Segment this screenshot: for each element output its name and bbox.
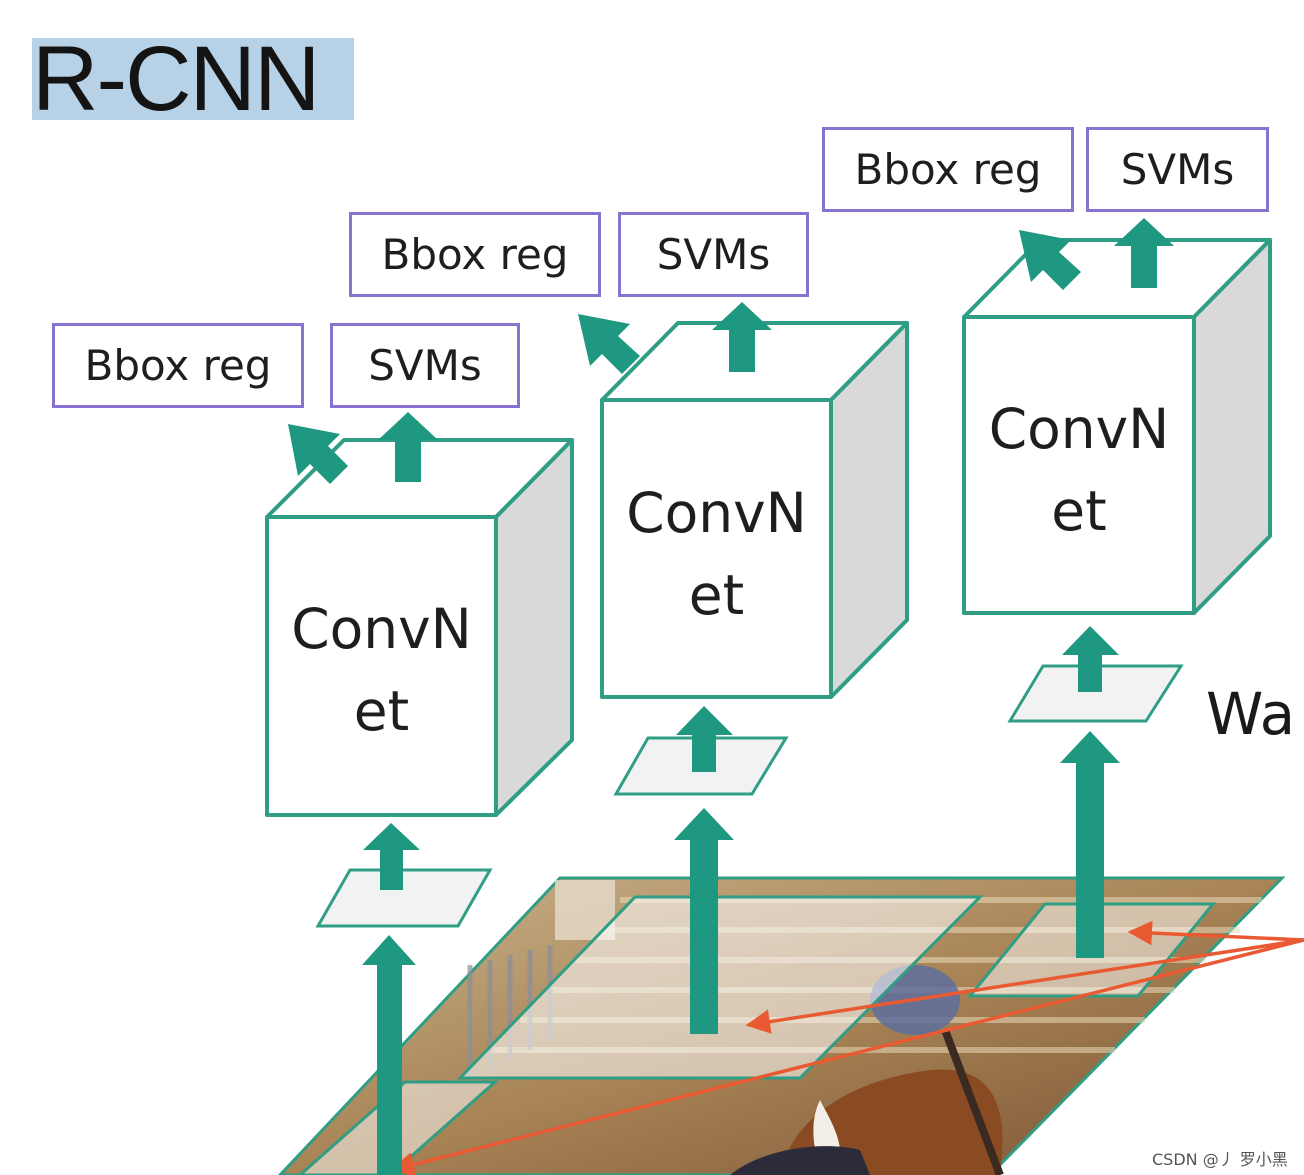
page-title: R-CNN [32, 33, 354, 125]
svms-box-3: SVMs [1086, 127, 1269, 212]
watermark: CSDN @丿 罗小黑 [1152, 1150, 1288, 1169]
warped-patches [315, 664, 1184, 928]
pointer-arrow-icon [389, 920, 1304, 1175]
convnet-label-line1: ConvN [626, 481, 807, 545]
convnet-label-line1: ConvN [291, 597, 472, 661]
convnet-cube-1 [265, 438, 574, 817]
warped-regions-label: Wa [1206, 680, 1296, 748]
diagonal-arrow-icon [288, 230, 1081, 484]
bbox-reg-box-3: Bbox reg [822, 127, 1074, 212]
convnet-label-line2: et [1051, 479, 1107, 543]
up-arrow-icon [362, 218, 1174, 1175]
convnet-label-3: ConvN et [964, 388, 1194, 552]
bbox-reg-box-1: Bbox reg [52, 323, 304, 408]
convnet-label-line2: et [353, 679, 410, 743]
convnet-label-1: ConvN et [267, 588, 496, 752]
svms-box-1: SVMs [330, 323, 520, 408]
bbox-reg-box-2: Bbox reg [349, 212, 601, 297]
convnet-label-line1: ConvN [988, 397, 1170, 461]
svms-box-2: SVMs [618, 212, 809, 297]
convnet-cube-2 [600, 321, 909, 699]
convnet-label-line2: et [688, 563, 745, 627]
convnet-label-2: ConvN et [602, 472, 831, 636]
